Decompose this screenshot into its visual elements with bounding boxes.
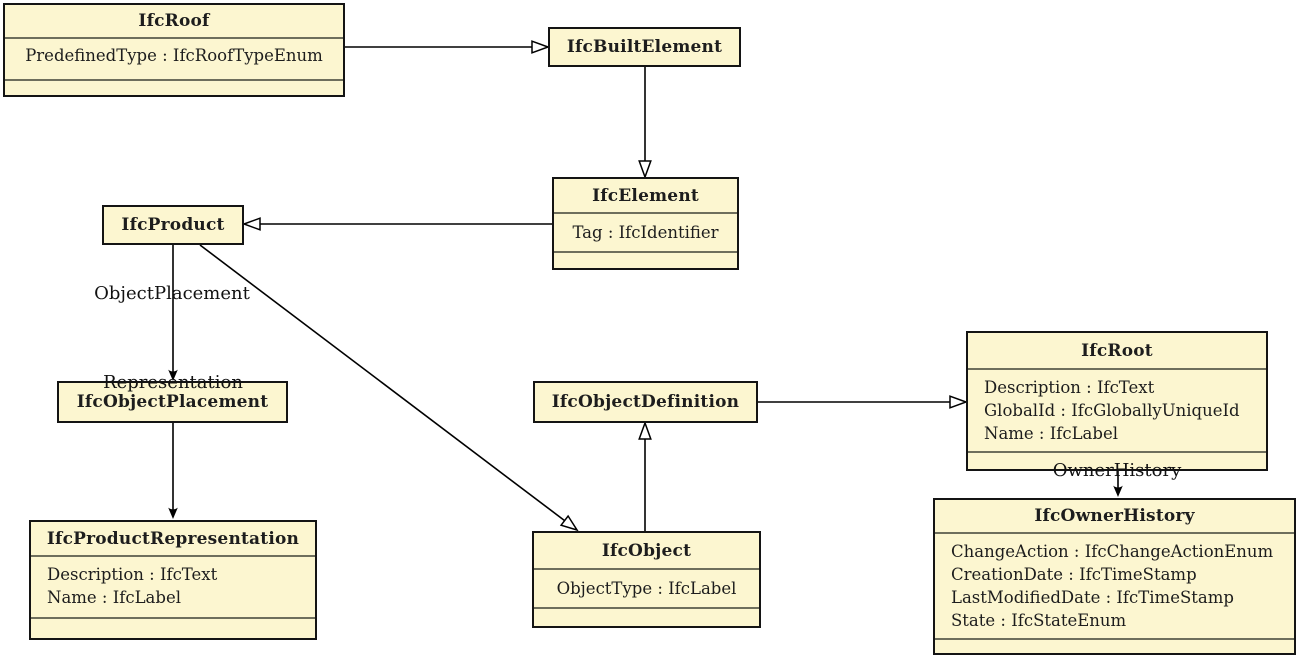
edge-ifcobject-ifcobjectdefinition bbox=[638, 420, 652, 531]
class-box-ifc-owner-history: IfcOwnerHistory ChangeAction : IfcChange… bbox=[933, 498, 1296, 655]
class-box-ifc-object-placement: IfcObjectPlacement bbox=[57, 381, 288, 423]
edge-label-object-placement: ObjectPlacement bbox=[94, 283, 250, 304]
operations-compartment bbox=[968, 451, 1266, 469]
edge-ifcroof-ifcbuiltelement bbox=[345, 40, 551, 54]
attribute-line: Description : IfcText bbox=[984, 378, 1155, 397]
attributes-compartment: Description : IfcText GlobalId : IfcGlob… bbox=[968, 368, 1266, 451]
attribute-line: Name : IfcLabel bbox=[984, 424, 1118, 443]
attribute-line: ObjectType : IfcLabel bbox=[556, 579, 737, 598]
class-box-ifc-built-element: IfcBuiltElement bbox=[548, 27, 741, 67]
class-title: IfcRoof bbox=[138, 11, 210, 31]
edge-label-owner-history: OwnerHistory bbox=[1052, 460, 1182, 481]
attribute-line: CreationDate : IfcTimeStamp bbox=[951, 565, 1197, 584]
attribute-line: State : IfcStateEnum bbox=[951, 611, 1127, 630]
class-box-ifc-root: IfcRoot Description : IfcText GlobalId :… bbox=[966, 331, 1268, 471]
attributes-compartment: Tag : IfcIdentifier bbox=[554, 212, 737, 251]
operations-compartment bbox=[5, 79, 343, 95]
edge-ifcproduct-ifcobject bbox=[199, 244, 579, 532]
class-box-ifc-product: IfcProduct bbox=[102, 205, 244, 245]
attribute-line: PredefinedType : IfcRoofTypeEnum bbox=[25, 46, 323, 65]
class-title: IfcObjectPlacement bbox=[76, 392, 269, 412]
edge-ifcelement-ifcproduct bbox=[241, 217, 552, 231]
class-box-ifc-object: IfcObject ObjectType : IfcLabel bbox=[532, 531, 761, 628]
attribute-line: Name : IfcLabel bbox=[47, 588, 181, 607]
attribute-line: GlobalId : IfcGloballyUniqueId bbox=[984, 401, 1240, 420]
operations-compartment bbox=[935, 638, 1294, 653]
attribute-line: LastModifiedDate : IfcTimeStamp bbox=[951, 588, 1234, 607]
attribute-line: Tag : IfcIdentifier bbox=[572, 223, 719, 242]
operations-compartment bbox=[534, 607, 759, 626]
edge-ifcobjectdefinition-ifcroot bbox=[758, 395, 969, 409]
attributes-compartment: Description : IfcText Name : IfcLabel bbox=[31, 555, 315, 617]
class-title: IfcBuiltElement bbox=[566, 37, 723, 57]
edge-objectplacement bbox=[168, 245, 178, 381]
attributes-compartment: ObjectType : IfcLabel bbox=[534, 568, 759, 607]
class-box-ifc-object-definition: IfcObjectDefinition bbox=[533, 381, 758, 423]
class-title: IfcProduct bbox=[121, 215, 225, 235]
edge-label-representation: Representation bbox=[103, 372, 243, 393]
class-title: IfcElement bbox=[592, 185, 699, 206]
attributes-compartment: ChangeAction : IfcChangeActionEnum Creat… bbox=[935, 532, 1294, 638]
class-title: IfcRoot bbox=[1081, 340, 1153, 361]
class-title: IfcProductRepresentation bbox=[46, 528, 300, 549]
edge-representation bbox=[168, 423, 178, 519]
class-title: IfcOwnerHistory bbox=[1034, 506, 1195, 526]
class-box-ifc-product-representation: IfcProductRepresentation Description : I… bbox=[29, 520, 317, 640]
attribute-line: Description : IfcText bbox=[47, 565, 218, 584]
attributes-compartment: PredefinedType : IfcRoofTypeEnum bbox=[5, 37, 343, 79]
class-title: IfcObjectDefinition bbox=[551, 392, 740, 412]
attribute-line: ChangeAction : IfcChangeActionEnum bbox=[951, 542, 1274, 561]
class-box-ifc-roof: IfcRoof PredefinedType : IfcRoofTypeEnum bbox=[3, 3, 345, 97]
edge-ifcbuiltelement-ifcelement bbox=[638, 67, 652, 180]
operations-compartment bbox=[554, 251, 737, 268]
edge-ownerhistory bbox=[1113, 471, 1123, 497]
operations-compartment bbox=[31, 617, 315, 638]
class-box-ifc-element: IfcElement Tag : IfcIdentifier bbox=[552, 177, 739, 270]
class-title: IfcObject bbox=[601, 540, 692, 561]
